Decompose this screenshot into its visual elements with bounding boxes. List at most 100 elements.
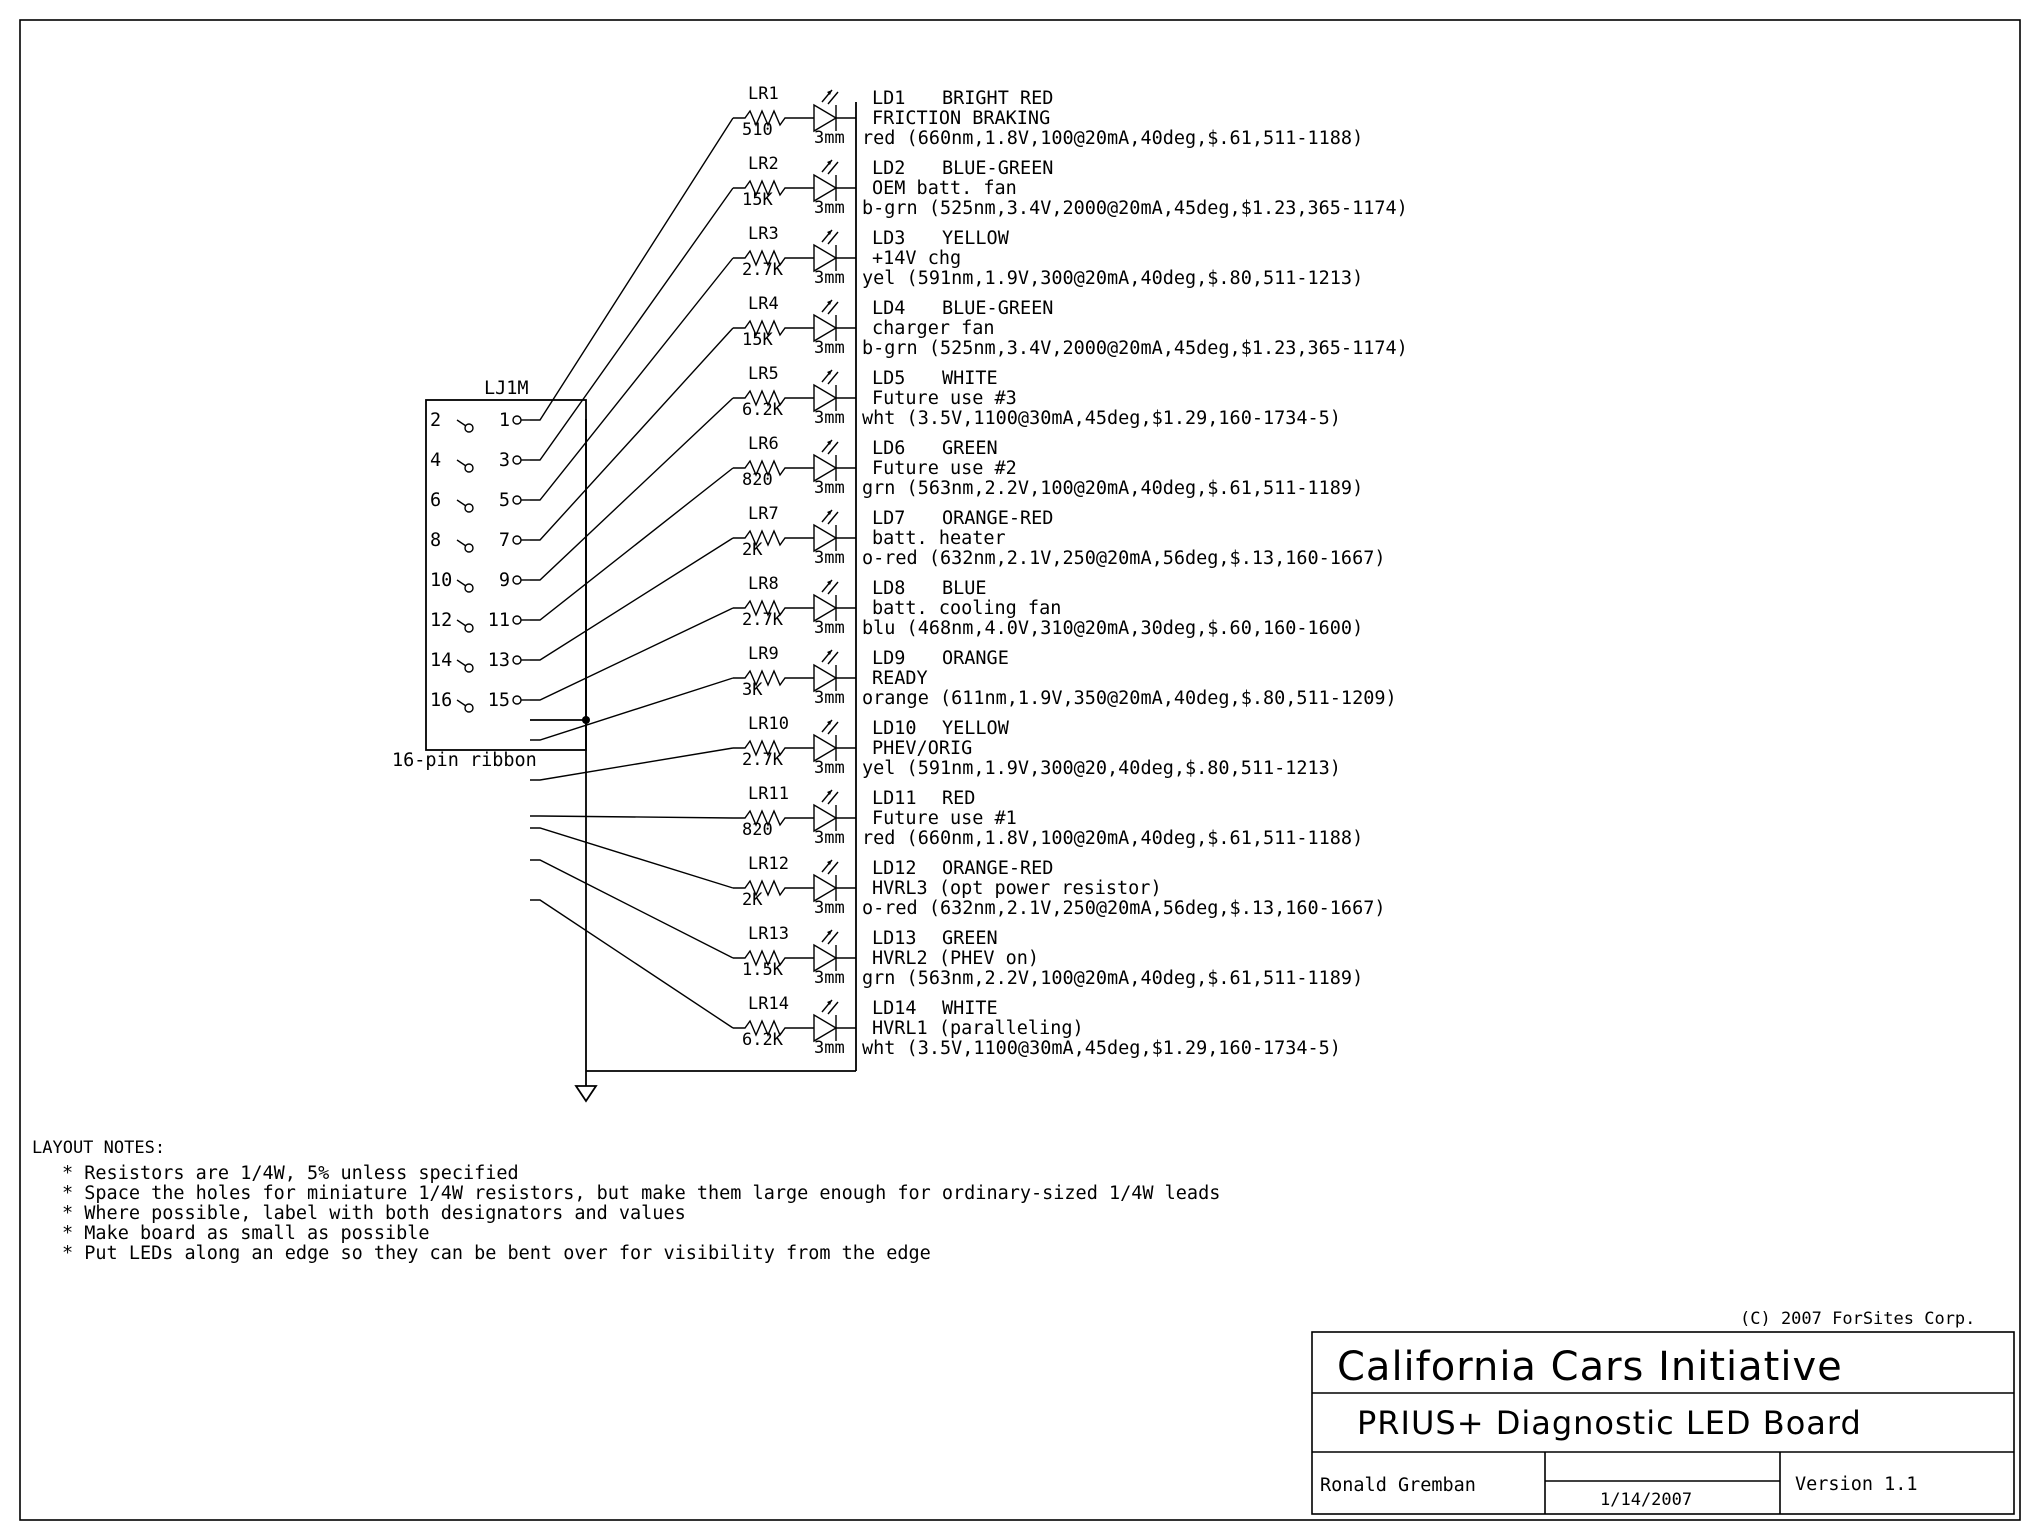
led-package: 3mm [814, 478, 845, 498]
resistor-designator: LR2 [748, 154, 779, 174]
led-color: WHITE [942, 998, 998, 1019]
resistor-symbol [733, 389, 814, 407]
resistor-designator: LR14 [748, 994, 789, 1014]
led-spec: grn (563nm,2.2V,100@20mA,40deg,$.61,511-… [862, 478, 1363, 499]
led-package: 3mm [814, 898, 845, 918]
version: Version 1.1 [1795, 1474, 1918, 1495]
pin-pair-link [456, 539, 467, 547]
led-designator: LD14 [872, 998, 917, 1019]
note-item: * Make board as small as possible [62, 1223, 430, 1244]
resistor-symbol [733, 1019, 814, 1037]
led-function: OEM batt. fan [872, 178, 1017, 199]
pin-terminal [464, 703, 474, 713]
led-package: 3mm [814, 548, 845, 568]
light-arrowhead [827, 1000, 832, 1005]
led-function: FRICTION BRAKING [872, 108, 1050, 129]
led-function: charger fan [872, 318, 995, 339]
led-color: GREEN [942, 928, 998, 949]
light-arrowhead [827, 90, 832, 95]
led-triangle [813, 733, 838, 763]
light-arrowhead [827, 230, 832, 235]
light-arrowhead [827, 160, 832, 165]
resistor-symbol [733, 739, 814, 757]
led-function: Future use #1 [872, 808, 1017, 829]
led-triangle [813, 593, 838, 623]
led-spec: o-red (632nm,2.1V,250@20mA,56deg,$.13,16… [862, 548, 1385, 569]
resistor-symbol [733, 109, 814, 127]
resistor-designator: LR7 [748, 504, 779, 524]
led-triangle [813, 453, 838, 483]
pin-pair-link [456, 619, 467, 627]
led-triangle [813, 313, 838, 343]
led-designator: LD12 [872, 858, 917, 879]
led-function: READY [872, 668, 928, 689]
pin-pair-link [456, 659, 467, 667]
led-function: HVRL3 (opt power resistor) [872, 878, 1162, 899]
pin-terminal [512, 535, 522, 545]
led-designator: LD6 [872, 438, 905, 459]
light-arrow [827, 1001, 839, 1015]
light-arrow [827, 231, 839, 245]
note-item: * Space the holes for miniature 1/4W res… [62, 1183, 1220, 1204]
pin-terminal [512, 415, 522, 425]
led-color: BLUE-GREEN [942, 298, 1053, 319]
pin-label-odd: 5 [499, 490, 510, 511]
resistor-symbol [733, 669, 814, 687]
led-designator: LD7 [872, 508, 905, 529]
resistor-designator: LR5 [748, 364, 779, 384]
pin-terminal [464, 543, 474, 553]
resistor-designator: LR6 [748, 434, 779, 454]
led-color: BLUE [942, 578, 987, 599]
pin-pair-link [456, 419, 467, 427]
channel-wire [530, 397, 734, 581]
connector-caption: 16-pin ribbon [392, 750, 537, 771]
led-package: 3mm [814, 408, 845, 428]
led-triangle [813, 173, 838, 203]
led-package: 3mm [814, 968, 845, 988]
pin-terminal [464, 623, 474, 633]
led-spec: red (660nm,1.8V,100@20mA,40deg,$.61,511-… [862, 128, 1363, 149]
channel-wire [530, 537, 734, 661]
channel-wire [530, 899, 734, 1029]
resistor-designator: LR9 [748, 644, 779, 664]
led-designator: LD2 [872, 158, 905, 179]
channel-wire [530, 607, 734, 701]
resistor-designator: LR1 [748, 84, 779, 104]
pin-label-even: 10 [430, 570, 452, 591]
light-arrow [827, 791, 839, 805]
sheet-border [19, 19, 2021, 1521]
light-arrow [827, 511, 839, 525]
led-package: 3mm [814, 688, 845, 708]
resistor-value: 2K [742, 890, 763, 910]
channel-wire [530, 117, 734, 421]
channel-wire [530, 187, 734, 461]
led-function: HVRL2 (PHEV on) [872, 948, 1039, 969]
led-triangle [813, 873, 838, 903]
led-triangle [813, 103, 838, 133]
resistor-value: 2.7K [742, 260, 784, 280]
pin-label-odd: 13 [488, 650, 510, 671]
drawing-title: PRIUS+ Diagnostic LED Board [1357, 1404, 1862, 1442]
led-function: HVRL1 (paralleling) [872, 1018, 1084, 1039]
led-designator: LD5 [872, 368, 905, 389]
led-color: YELLOW [942, 718, 1010, 739]
title-block-frame [1311, 1331, 2015, 1515]
channel-wire [530, 815, 734, 819]
light-arrow [827, 721, 839, 735]
light-arrow [827, 931, 839, 945]
pin-label-even: 4 [430, 450, 441, 471]
resistor-symbol [733, 879, 814, 897]
led-function: Future use #2 [872, 458, 1017, 479]
light-arrowhead [827, 790, 832, 795]
pin-pair-link [456, 699, 467, 707]
pin-terminal [512, 695, 522, 705]
led-package: 3mm [814, 758, 845, 778]
resistor-value: 6.2K [742, 400, 784, 420]
pin-label-odd: 11 [488, 610, 510, 631]
led-triangle [813, 803, 838, 833]
light-arrow [827, 161, 839, 175]
led-package: 3mm [814, 128, 845, 148]
